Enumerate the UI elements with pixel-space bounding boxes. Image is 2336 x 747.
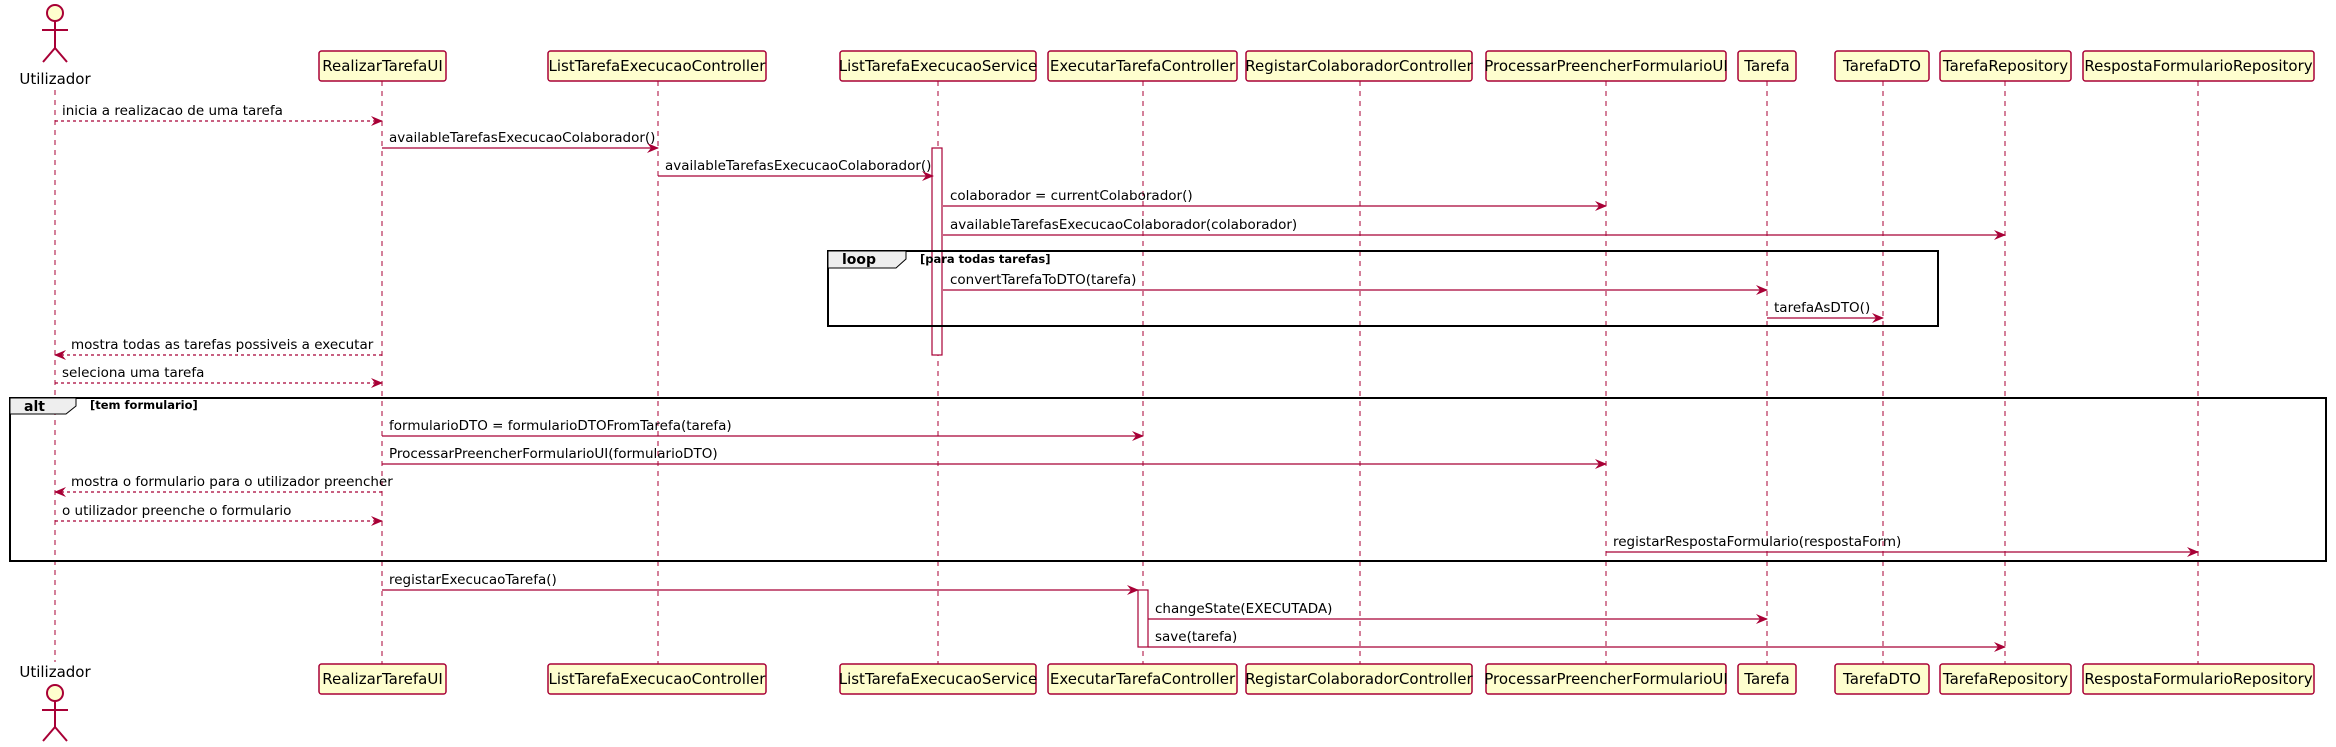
message-label: o utilizador preenche o formulario	[62, 503, 291, 519]
participant-label: TarefaDTO	[1842, 670, 1921, 688]
message-label: changeState(EXECUTADA)	[1155, 601, 1332, 617]
message-label: seleciona uma tarefa	[62, 365, 204, 381]
participant-box: TarefaDTO	[1834, 50, 1930, 82]
message-label: registarExecucaoTarefa()	[389, 572, 557, 588]
message-label: availableTarefasExecucaoColaborador(cola…	[950, 217, 1297, 233]
participant-label: RealizarTarefaUI	[322, 57, 443, 75]
participant-box: Tarefa	[1737, 663, 1797, 695]
participant-label: TarefaRepository	[1942, 57, 2068, 75]
actor-utilizador-bottom: Utilizador	[19, 663, 91, 742]
participant-label: Tarefa	[1743, 670, 1789, 688]
actor-utilizador-label: Utilizador	[19, 663, 91, 681]
participant-box: RealizarTarefaUI	[318, 50, 447, 82]
message-label: formularioDTO = formularioDTOFromTarefa(…	[389, 418, 732, 434]
participant-box: ExecutarTarefaController	[1047, 663, 1238, 695]
participant-box: RegistarColaboradorController	[1245, 663, 1474, 695]
participant-box: ListTarefaExecucaoController	[547, 663, 767, 695]
participant-label: RespostaFormularioRepository	[2084, 670, 2312, 688]
message-label: availableTarefasExecucaoColaborador()	[665, 158, 931, 174]
message-label: mostra todas as tarefas possiveis a exec…	[71, 337, 374, 353]
participant-box: RegistarColaboradorController	[1245, 50, 1474, 82]
participant-label: RegistarColaboradorController	[1245, 57, 1473, 75]
participant-label: TarefaRepository	[1942, 670, 2068, 688]
message-label: ProcessarPreencherFormularioUI(formulari…	[389, 446, 718, 462]
loop-fragment-label: loop	[842, 252, 876, 268]
participant-label: ListTarefaExecucaoController	[549, 670, 767, 688]
participant-label: ListTarefaExecucaoController	[549, 57, 767, 75]
message-label: save(tarefa)	[1155, 629, 1237, 645]
actor-utilizador-label: Utilizador	[19, 70, 91, 88]
actor-utilizador-top: Utilizador	[19, 4, 91, 88]
participant-box: ListTarefaExecucaoController	[547, 50, 767, 82]
participant-box: ProcessarPreencherFormularioUI	[1484, 50, 1728, 82]
participant-box: RespostaFormularioRepository	[2082, 663, 2315, 695]
participant-label: RegistarColaboradorController	[1245, 670, 1473, 688]
message-label: registarRespostaFormulario(respostaForm)	[1613, 534, 1901, 550]
participant-box: ProcessarPreencherFormularioUI	[1484, 663, 1728, 695]
participant-box: ListTarefaExecucaoService	[839, 663, 1038, 695]
participant-label: ExecutarTarefaController	[1050, 670, 1236, 688]
participant-label: TarefaDTO	[1842, 57, 1921, 75]
participant-box: TarefaDTO	[1834, 663, 1930, 695]
alt-fragment-condition: [tem formulario]	[90, 398, 198, 412]
message-label: convertTarefaToDTO(tarefa)	[950, 272, 1136, 288]
participant-label: ExecutarTarefaController	[1050, 57, 1236, 75]
message-label: availableTarefasExecucaoColaborador()	[389, 130, 655, 146]
message-label: colaborador = currentColaborador()	[950, 188, 1193, 204]
participant-label: ListTarefaExecucaoService	[839, 670, 1038, 688]
alt-fragment-label: alt	[24, 399, 45, 415]
message-label: mostra o formulario para o utilizador pr…	[71, 474, 393, 490]
alt-fragment: alt [tem formulario]	[9, 397, 2327, 562]
participant-box: ExecutarTarefaController	[1047, 50, 1238, 82]
loop-fragment: loop [para todas tarefas]	[827, 250, 1939, 327]
participant-label: ProcessarPreencherFormularioUI	[1484, 57, 1728, 75]
participant-label: ProcessarPreencherFormularioUI	[1484, 670, 1728, 688]
loop-fragment-condition: [para todas tarefas]	[920, 252, 1051, 266]
participant-label: Tarefa	[1743, 57, 1789, 75]
participant-box: TarefaRepository	[1939, 663, 2072, 695]
message-label: inicia a realizacao de uma tarefa	[62, 103, 283, 119]
participant-box: TarefaRepository	[1939, 50, 2072, 82]
participant-label: ListTarefaExecucaoService	[839, 57, 1038, 75]
participant-box: ListTarefaExecucaoService	[839, 50, 1038, 82]
participant-label: RealizarTarefaUI	[322, 670, 443, 688]
activation-bar-executar	[1137, 589, 1149, 648]
participant-box: RealizarTarefaUI	[318, 663, 447, 695]
message-label: tarefaAsDTO()	[1774, 300, 1870, 316]
participant-label: RespostaFormularioRepository	[2084, 57, 2312, 75]
participant-box: RespostaFormularioRepository	[2082, 50, 2315, 82]
participant-box: Tarefa	[1737, 50, 1797, 82]
